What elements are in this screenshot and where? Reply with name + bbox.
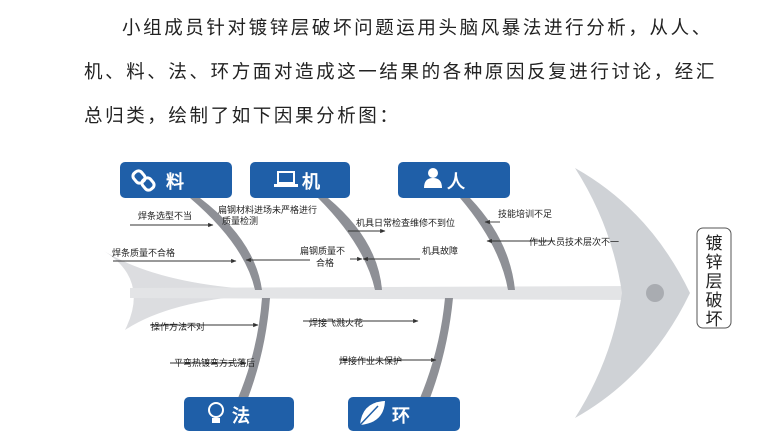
category-environment: 环 bbox=[348, 397, 460, 431]
effect-label: 镀 锌 层 破 坏 bbox=[706, 234, 723, 330]
svg-text:法: 法 bbox=[232, 405, 250, 427]
category-person: 人 bbox=[398, 162, 510, 198]
svg-text:镀: 镀 bbox=[706, 234, 723, 254]
bone-method bbox=[238, 298, 270, 398]
person-icon bbox=[424, 168, 442, 188]
svg-text:人: 人 bbox=[447, 172, 466, 193]
leaf-icon bbox=[359, 401, 385, 426]
cause-person-2: 作业人员技术层次不一 bbox=[529, 236, 619, 248]
cause-env-2: 焊接作业未保护 bbox=[339, 355, 402, 367]
svg-text:料: 料 bbox=[166, 171, 184, 193]
svg-text:环: 环 bbox=[392, 406, 410, 427]
cause-machine-2b: 合格 bbox=[316, 257, 334, 269]
bone-person bbox=[460, 198, 515, 290]
category-method: 法 bbox=[184, 397, 294, 431]
lightbulb-icon bbox=[208, 402, 224, 423]
cause-machine-2: 扁钢质量不 bbox=[300, 245, 345, 257]
svg-text:锌: 锌 bbox=[706, 253, 723, 273]
svg-text:机: 机 bbox=[302, 172, 320, 193]
category-machine: 机 bbox=[250, 162, 350, 198]
cause-person-1: 技能培训不足 bbox=[498, 208, 552, 220]
svg-text:层: 层 bbox=[706, 272, 723, 292]
chain-link-icon bbox=[131, 169, 156, 192]
bone-machine bbox=[318, 198, 382, 290]
effect-box bbox=[696, 227, 732, 329]
cause-material-2: 焊条质量不合格 bbox=[112, 247, 175, 259]
cause-method-2: 平弯热镀弯方式落后 bbox=[174, 357, 255, 369]
fish-eye bbox=[646, 284, 664, 302]
intro-line-1: 小组成员针对镀锌层破坏问题运用头脑风暴法进行分析，从人、 bbox=[122, 18, 713, 39]
intro-line-3: 总归类，绘制了如下因果分析图： bbox=[84, 106, 401, 127]
cause-method-1: 操作方法不对 bbox=[151, 321, 205, 333]
svg-text:坏: 坏 bbox=[706, 310, 723, 330]
laptop-icon bbox=[274, 171, 298, 187]
intro-paragraph: 小组成员针对镀锌层破坏问题运用头脑风暴法进行分析，从人、 机、料、法、环方面对造… bbox=[0, 0, 760, 140]
cause-machine-1b: 质量检测 bbox=[222, 215, 258, 227]
cause-material-1: 焊条选型不当 bbox=[138, 210, 192, 222]
category-material: 料 bbox=[120, 162, 232, 198]
fish-head bbox=[575, 168, 690, 418]
cause-machine-3: 机具日常检查维修不到位 bbox=[356, 217, 455, 229]
fish-spine bbox=[130, 286, 640, 300]
cause-machine-1: 扁钢材料进场未严格进行 bbox=[218, 204, 317, 216]
intro-line-2: 机、料、法、环方面对造成这一结果的各种原因反复进行讨论，经汇 bbox=[84, 62, 718, 83]
cause-env-1: 焊接飞溅火花 bbox=[309, 317, 363, 329]
bone-environment bbox=[420, 298, 453, 398]
cause-arrows bbox=[113, 219, 555, 366]
fishbone-diagram: 镀 锌 层 破 坏 料 机 人 法 bbox=[104, 162, 732, 431]
bone-material bbox=[190, 198, 262, 290]
cause-machine-4: 机具故障 bbox=[422, 245, 458, 257]
svg-text:破: 破 bbox=[706, 291, 723, 311]
